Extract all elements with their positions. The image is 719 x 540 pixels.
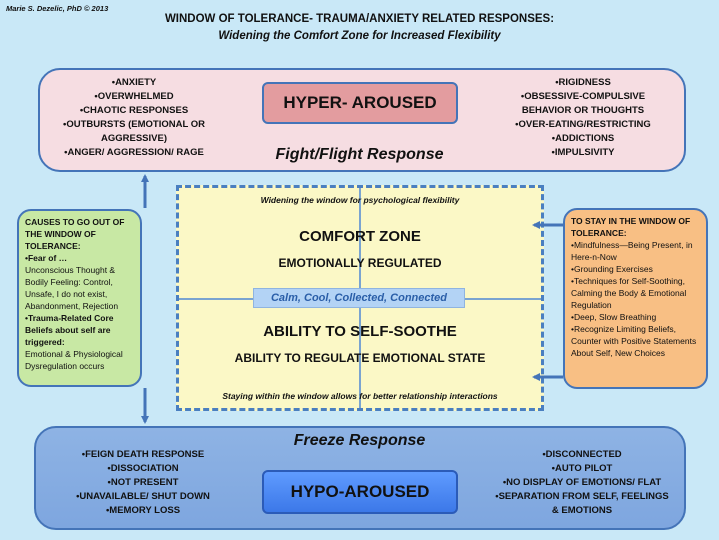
regulate-state-text: ABILITY TO REGULATE EMOTIONAL STATE [234, 351, 486, 365]
fear-text: Unconscious Thought & Bodily Feeling: Co… [25, 265, 119, 311]
hyper-left-list: •ANXIETY •OVERWHELMED •CHAOTIC RESPONSES… [50, 76, 218, 160]
list-item: •DISCONNECTED [542, 449, 622, 460]
list-item: •UNAVAILABLE/ SHUT DOWN [76, 491, 210, 502]
list-item: •OVER-EATING/RESTRICTING [515, 119, 651, 130]
list-item: •Grounding Exercises [571, 264, 653, 274]
list-item: •IMPULSIVITY [551, 147, 615, 158]
window-top-note: Widening the window for psychological fl… [260, 195, 460, 205]
list-item: •OVERWHELMED [94, 91, 174, 102]
list-item: •Recognize Limiting Beliefs, Counter wit… [571, 324, 697, 358]
copyright-text: Marie S. Dezelic, PhD © 2013 [6, 4, 109, 13]
causes-panel: CAUSES TO GO OUT OF THE WINDOW OF TOLERA… [17, 209, 142, 387]
hyper-right-list: •RIGIDNESS •OBSESSIVE-COMPULSIVE BEHAVIO… [498, 76, 668, 160]
fear-heading: •Fear of … [25, 253, 68, 263]
stay-heading: TO STAY IN THE WINDOW OF TOLERANCE: [571, 216, 691, 238]
list-item: •RIGIDNESS [555, 77, 611, 88]
list-item: •Mindfulness—Being Present, in Here-n-No… [571, 240, 693, 262]
list-item: •MEMORY LOSS [105, 505, 181, 516]
list-item: •SEPARATION FROM SELF, FEELINGS [495, 491, 669, 502]
list-item: •OUTBURSTS (EMOTIONAL OR [63, 119, 205, 130]
list-item: •FEIGN DEATH RESPONSE [81, 449, 205, 460]
list-item: •ADDICTIONS [551, 133, 615, 144]
list-item: •OBSESSIVE-COMPULSIVE [520, 91, 646, 102]
hyper-aroused-label: HYPER- AROUSED [262, 82, 458, 124]
core-beliefs-heading: •Trauma-Related Core Beliefs about self … [25, 313, 114, 347]
window-bottom-note: Staying within the window allows for bet… [222, 391, 498, 401]
page-title: WINDOW OF TOLERANCE- TRAUMA/ANXIETY RELA… [164, 13, 555, 25]
list-item: •NOT PRESENT [107, 477, 179, 488]
emotionally-regulated-text: EMOTIONALLY REGULATED [278, 256, 442, 270]
self-soothe-heading: ABILITY TO SELF-SOOTHE [263, 323, 457, 340]
comfort-zone-heading: COMFORT ZONE [299, 228, 421, 245]
hypo-left-list: •FEIGN DEATH RESPONSE •DISSOCIATION •NOT… [58, 448, 228, 518]
hypo-aroused-label: HYPO-AROUSED [262, 470, 458, 514]
hypo-right-list: •DISCONNECTED •AUTO PILOT •NO DISPLAY OF… [490, 448, 674, 518]
list-item: •Deep, Slow Breathing [571, 312, 657, 322]
causes-heading: CAUSES TO GO OUT OF THE WINDOW OF TOLERA… [25, 217, 125, 251]
freeze-heading: Freeze Response [293, 432, 426, 449]
list-item: AGGRESSIVE) [101, 133, 167, 144]
list-item: •AUTO PILOT [551, 463, 613, 474]
list-item: •CHAOTIC RESPONSES [79, 105, 189, 116]
list-item: •ANXIETY [111, 77, 157, 88]
stay-panel: TO STAY IN THE WINDOW OF TOLERANCE: •Min… [563, 208, 708, 389]
list-item: •ANGER/ AGGRESSION/ RAGE [64, 147, 204, 158]
core-beliefs-text: Emotional & Physiological Dysregulation … [25, 349, 123, 371]
calm-banner: Calm, Cool, Collected, Connected [253, 288, 465, 308]
list-item: & EMOTIONS [551, 505, 613, 516]
list-item: •NO DISPLAY OF EMOTIONS/ FLAT [502, 477, 662, 488]
list-item: •Techniques for Self-Soothing, Calming t… [571, 276, 687, 310]
list-item: BEHAVIOR OR THOUGHTS [521, 105, 645, 116]
page-subtitle: Widening the Comfort Zone for Increased … [218, 30, 501, 42]
list-item: •DISSOCIATION [107, 463, 179, 474]
fight-flight-heading: Fight/Flight Response [275, 146, 444, 163]
